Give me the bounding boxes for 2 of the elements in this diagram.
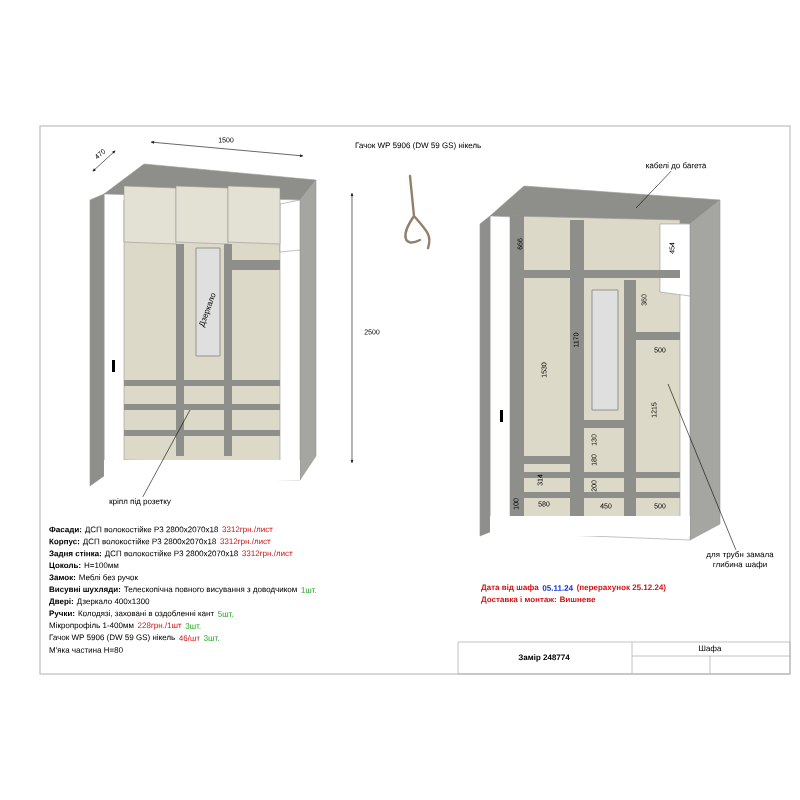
- leader-line: [667, 383, 737, 551]
- leader-line: [635, 170, 672, 209]
